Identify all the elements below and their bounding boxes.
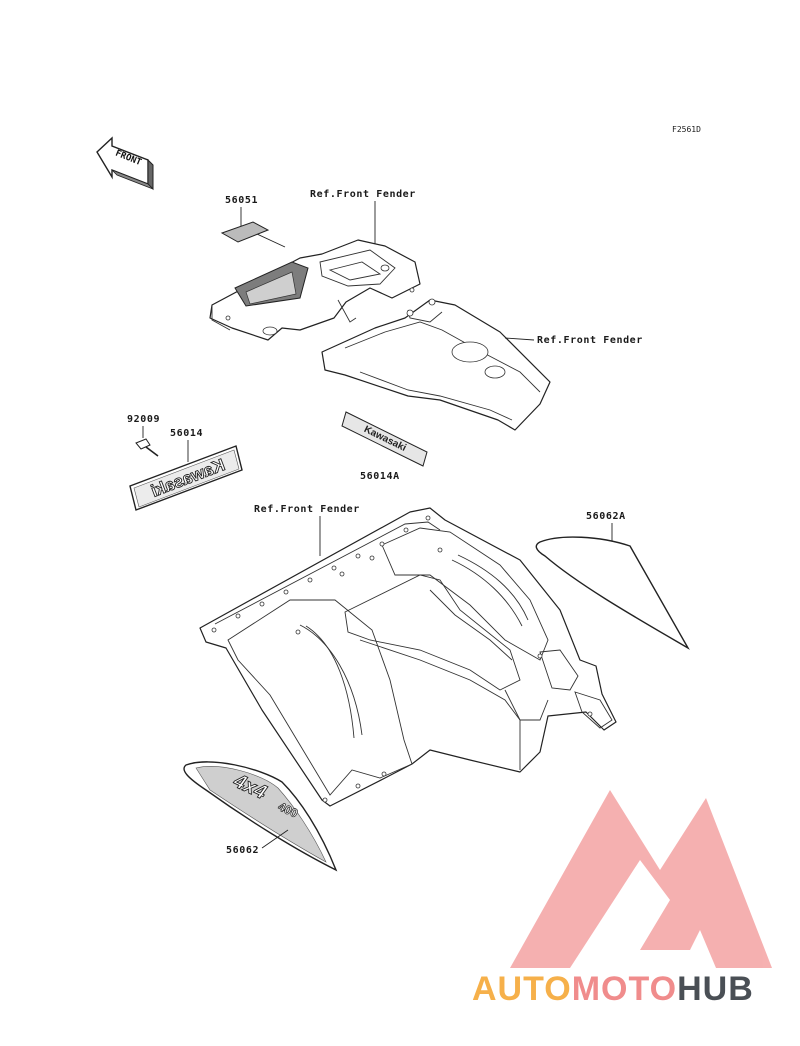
leader-56062 <box>261 829 289 849</box>
decal-56062: 4x4 400 <box>183 761 338 872</box>
callout-ref-front-fender-bottom: Ref.Front Fender <box>254 504 360 515</box>
watermark-part-hub: HUB <box>677 970 754 1008</box>
front-arrow-icon: FRONT <box>96 136 154 191</box>
screw-92009-icon <box>135 438 159 457</box>
callout-56062A: 56062A <box>586 511 626 522</box>
decal-56051 <box>220 221 270 243</box>
fender-holes <box>211 515 593 803</box>
callout-ref-front-fender-top: Ref.Front Fender <box>310 189 416 200</box>
watermark-part-auto: AUTO <box>472 970 572 1008</box>
callout-56014: 56014 <box>170 428 203 439</box>
callout-92009: 92009 <box>127 414 160 425</box>
decal-56062A <box>535 536 690 650</box>
callout-56014A: 56014A <box>360 471 400 482</box>
callout-ref-front-fender-right: Ref.Front Fender <box>537 335 643 346</box>
watermark-logo <box>510 790 772 968</box>
diagram-code: F2561D <box>672 125 701 134</box>
emblem-56014: Kawasaki <box>129 445 243 511</box>
emblem-56014A: Kawasaki <box>341 411 428 467</box>
svg-text:AUTOMOTOHUB: AUTOMOTOHUB <box>472 970 754 1008</box>
watermark-triangle-icon <box>510 790 772 968</box>
front-fender-main <box>199 507 617 807</box>
callout-56062: 56062 <box>226 845 259 856</box>
callout-56051: 56051 <box>225 195 258 206</box>
leader-ref-right <box>504 337 535 341</box>
rear-fender-top <box>209 239 421 341</box>
watermark-part-moto: MOTO <box>572 970 677 1008</box>
front-fender-center <box>321 298 551 431</box>
